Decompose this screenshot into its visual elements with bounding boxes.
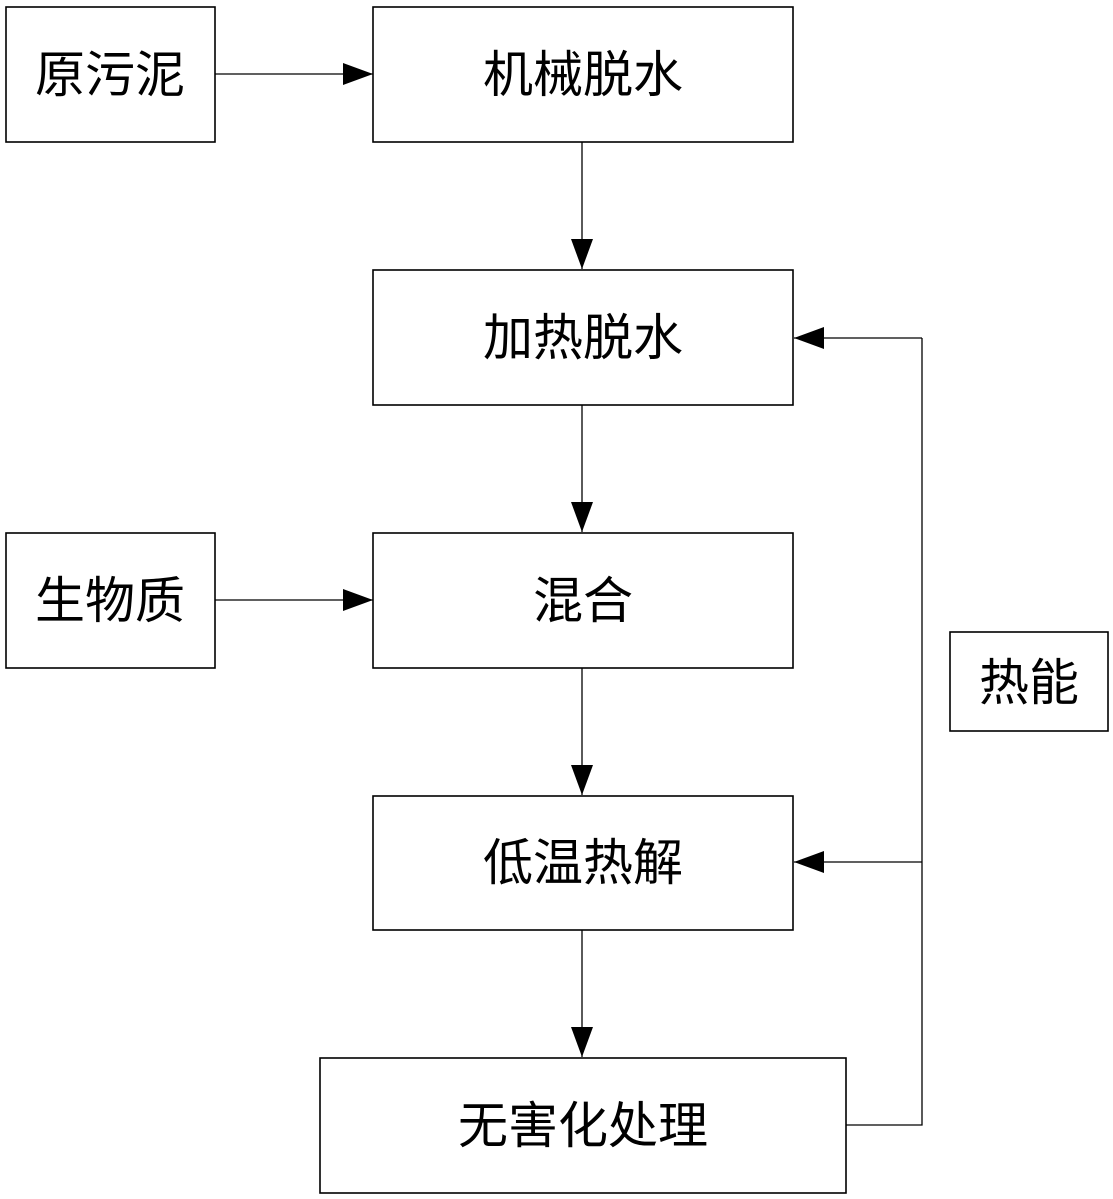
node-low-temp-pyrolysis: 低温热解: [372, 795, 794, 931]
node-heat-dewatering: 加热脱水: [372, 269, 794, 406]
node-mixing-label: 混合: [533, 572, 633, 630]
node-biomass-label: 生物质: [35, 572, 185, 630]
node-raw-sludge-label: 原污泥: [35, 46, 185, 104]
edges: [215, 63, 923, 1126]
node-harmless-treatment: 无害化处理: [319, 1057, 847, 1194]
node-harmless-treatment-label: 无害化处理: [458, 1097, 708, 1155]
node-heat-energy-label: 热能: [979, 654, 1079, 712]
node-heat-dewatering-label: 加热脱水: [483, 309, 683, 367]
heat-return-line: [846, 338, 923, 1126]
node-heat-energy: 热能: [949, 631, 1109, 732]
node-mixing: 混合: [372, 532, 794, 669]
node-mechanical-dewatering: 机械脱水: [372, 6, 794, 143]
node-raw-sludge: 原污泥: [5, 6, 216, 143]
node-low-temp-pyrolysis-label: 低温热解: [483, 834, 683, 892]
node-biomass: 生物质: [5, 532, 216, 669]
node-mechanical-dewatering-label: 机械脱水: [483, 46, 683, 104]
